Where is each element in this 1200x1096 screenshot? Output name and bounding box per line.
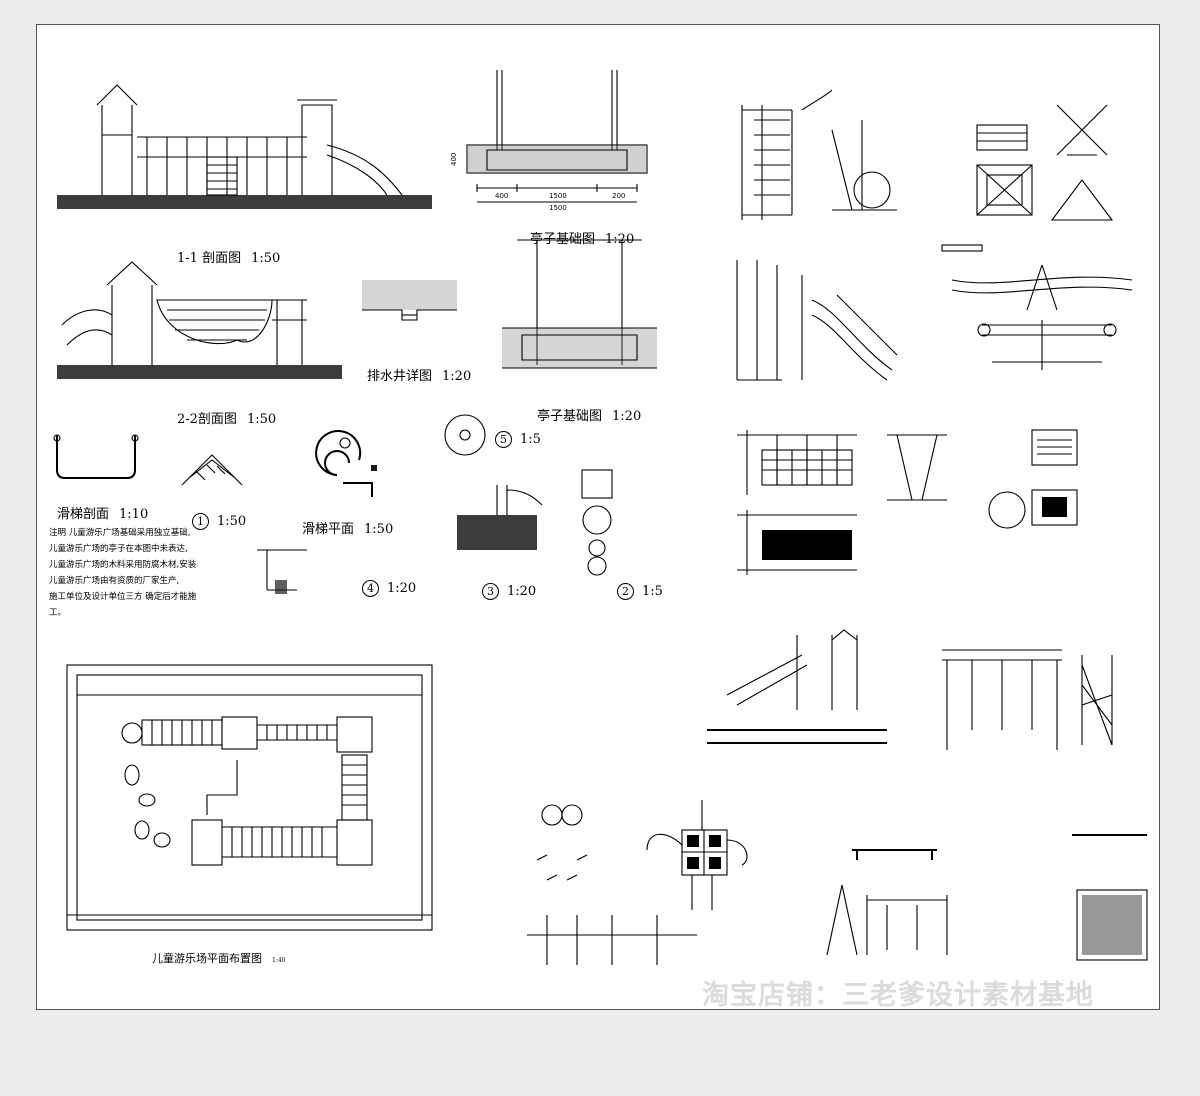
detail-4-marker: 4 [362, 580, 379, 597]
watermark-text: 淘宝店铺：三老爹设计素材基地 [702, 980, 1094, 1011]
notes-block: 注明 儿童游乐广场基础采用独立基础, 儿童游乐广场的亭子在本图中未表达, 儿童游… [49, 525, 196, 621]
section-1-1-scale: 1:50 [251, 251, 281, 266]
slide-elevation-drawings [741, 89, 897, 220]
pavilion-foundation-drawing-b [502, 239, 657, 369]
section-2-2-scale: 1:50 [246, 412, 277, 427]
drain-well-scale: 1:20 [442, 369, 472, 384]
plan-layout-title: 儿童游乐场平面布置图 [152, 952, 262, 965]
net-climber-drawings [737, 430, 947, 575]
section-2-2-drawing [57, 261, 342, 379]
seesaw-drawings [941, 244, 1133, 370]
slide-section-title: 滑梯剖面 [57, 507, 110, 522]
pavilion-foundation-scale-b: 1:20 [612, 409, 642, 424]
detail-3-scale: 1:20 [507, 584, 537, 599]
dim-height: 400 [450, 153, 458, 166]
swing-drawings [942, 649, 1113, 750]
note-line: 工。 [49, 608, 67, 618]
detail-4-scale: 1:20 [387, 581, 417, 596]
detail-2-scale: 1:5 [642, 584, 663, 599]
note-line: 施工单位及设计单位三方 确定后才能施 [49, 592, 197, 602]
combined-play-structure-plan [646, 800, 748, 910]
detail-1-scale: 1:50 [217, 514, 247, 529]
playground-plan-drawing [66, 664, 433, 931]
detail-3-drawing [457, 485, 543, 550]
pavilion-foundation-drawing-a: 400 1500 200 1500 400 [450, 70, 648, 212]
dim-total: 1500 [549, 204, 567, 212]
section-1-1-drawing [57, 84, 432, 209]
climb-slide-drawings [736, 260, 898, 381]
detail-3-marker: 3 [482, 583, 499, 600]
drain-well-title: 排水井详图 [367, 369, 433, 384]
detail-4-drawing [257, 549, 307, 594]
section-2-2-title: 2-2剖面图 [177, 412, 237, 427]
round-seat-drawings [988, 429, 1078, 529]
spring-rider-drawings [527, 804, 697, 965]
sandbox-drawings [1072, 834, 1148, 961]
slide-plan-drawing [315, 430, 377, 497]
slide-section-scale: 1:10 [119, 507, 149, 522]
section-1-1-title: 1-1 剖面图 [177, 251, 242, 266]
pavilion-foundation-title-b: 亭子基础图 [537, 409, 603, 424]
slide-plan-scale: 1:50 [364, 522, 394, 537]
roof-detail-drawing [181, 454, 243, 486]
dim-left: 400 [495, 192, 508, 200]
plan-layout-scale: 1:40 [272, 957, 286, 964]
detail-5-scale: 1:5 [520, 432, 541, 447]
small-slide-drawings [707, 629, 887, 744]
detail-5-marker: 5 [495, 431, 512, 448]
drain-well-drawing [362, 280, 457, 321]
detail-2-drawing [581, 469, 613, 576]
note-line: 注明 儿童游乐广场基础采用独立基础, [49, 528, 191, 538]
slide-section-drawing [53, 434, 139, 479]
a-frame-swing-drawings [826, 849, 948, 956]
bench-drawings [976, 104, 1114, 221]
detail-5-drawing [444, 414, 486, 456]
dim-right: 200 [612, 192, 625, 200]
detail-1-marker: 1 [192, 513, 209, 530]
detail-2-marker: 2 [617, 583, 634, 600]
slide-plan-title: 滑梯平面 [302, 522, 355, 537]
note-line: 儿童游乐广场的亭子在本图中未表达, [49, 544, 188, 554]
dim-mid: 1500 [549, 192, 567, 200]
note-line: 儿童游乐广场由有资质的厂家生产, [49, 576, 180, 586]
note-line: 儿童游乐广场的木料采用防腐木材,安装 [49, 560, 197, 570]
drawing-sheet: 1-1 剖面图 1:50 2-2剖面图 1:50 400 1500 200 1500… [36, 24, 1160, 1011]
